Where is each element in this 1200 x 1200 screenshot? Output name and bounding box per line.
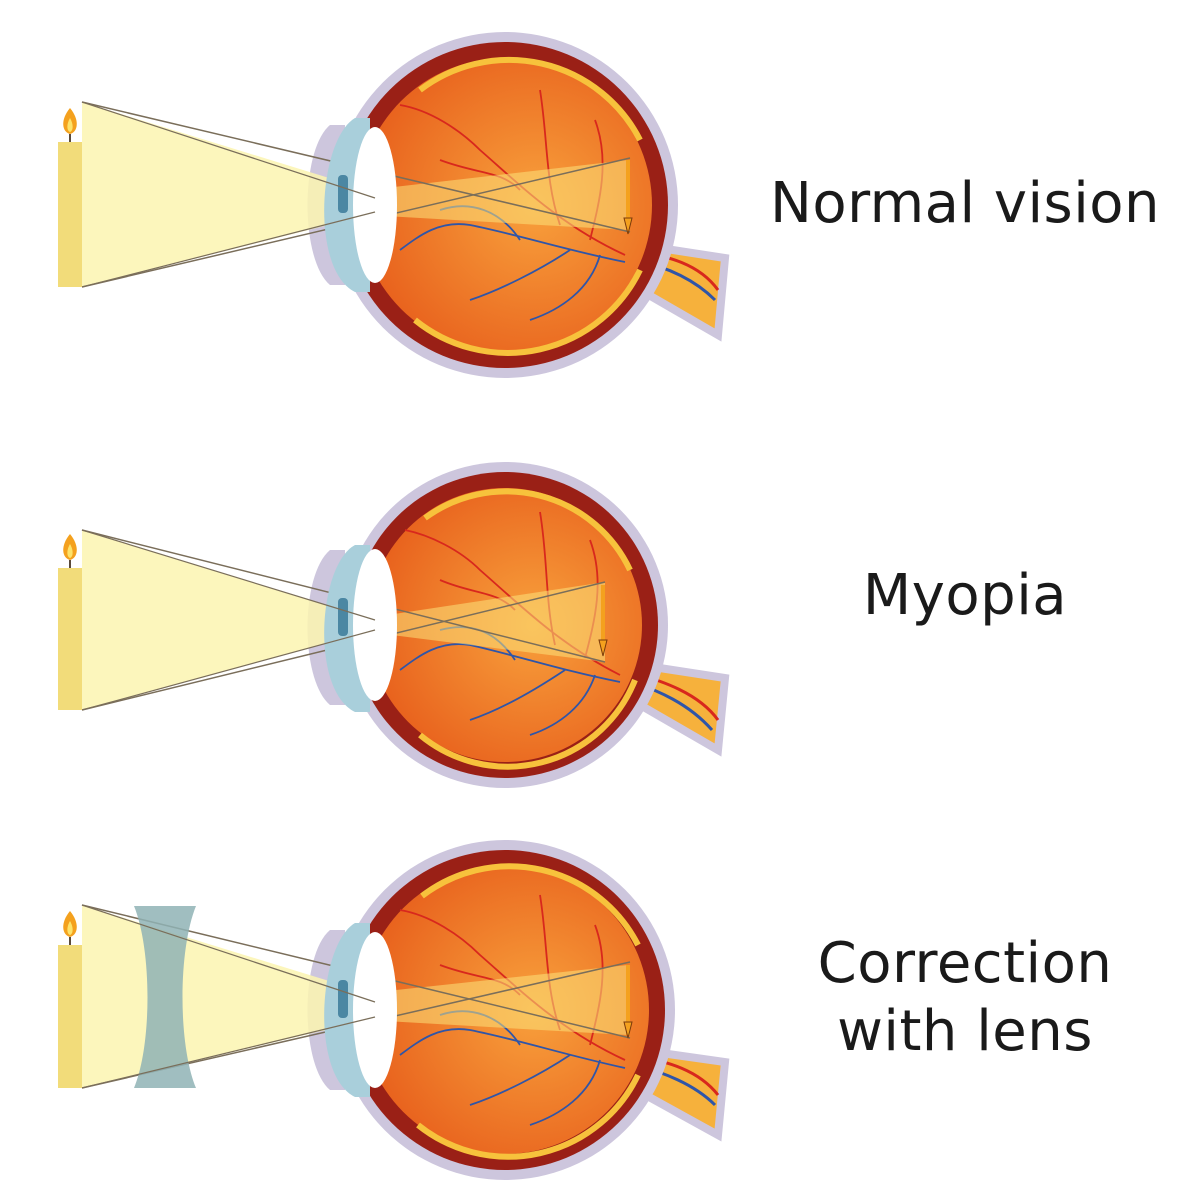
normal-vision-label: Normal vision <box>730 170 1200 238</box>
panel-myopia: Myopia <box>0 400 1200 800</box>
panel-normal-vision: Normal vision <box>0 0 1200 400</box>
panel-correction-with-lens: Correction with lens <box>0 800 1200 1200</box>
normal-vision-diagram <box>58 32 730 378</box>
label-line: with lens <box>837 999 1093 1064</box>
myopia-label: Myopia <box>730 562 1200 630</box>
concave-lens <box>134 906 196 1088</box>
label-line: Correction <box>817 931 1113 996</box>
correction-label: Correction with lens <box>730 930 1200 1066</box>
anterior-segment <box>81 904 397 1097</box>
retinal-vessels <box>399 511 621 736</box>
candle <box>58 108 82 287</box>
anterior-segment <box>81 529 397 712</box>
anterior-segment <box>81 101 397 292</box>
correction-diagram <box>58 840 730 1180</box>
retinal-image <box>623 965 633 1039</box>
retinal-image <box>598 585 608 657</box>
myopia-diagram <box>58 462 730 788</box>
label-line: Myopia <box>862 563 1068 628</box>
candle <box>58 911 82 1088</box>
retinal-image <box>623 160 633 235</box>
label-line: Normal vision <box>769 171 1161 236</box>
candle <box>58 534 82 710</box>
